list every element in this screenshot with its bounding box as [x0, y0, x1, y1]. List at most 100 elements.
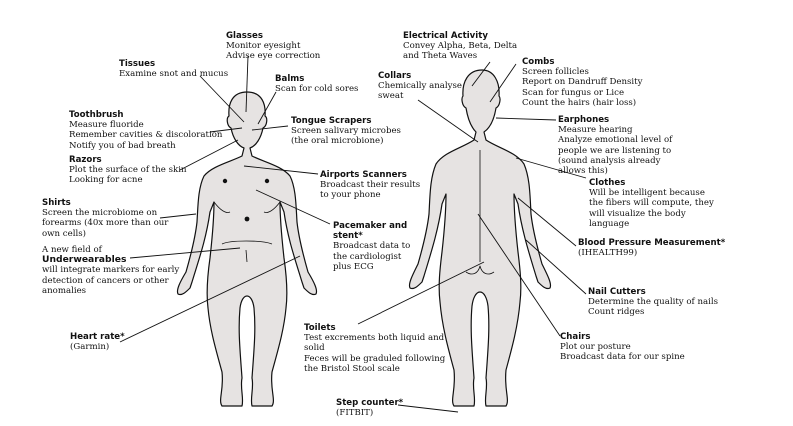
- leader-pacemaker: [255, 189, 331, 225]
- label-combs-line: Report on Dandruff Density: [522, 77, 643, 88]
- label-pacemaker-line: the cardiologist: [333, 251, 402, 262]
- label-chairs-line: Broadcast data for our spine: [560, 352, 685, 363]
- label-toilets-line: Test excrements both liquid and: [304, 333, 445, 344]
- label-step-line: (FITBIT): [336, 408, 374, 419]
- label-tongue-line: (the oral microbione): [291, 136, 384, 147]
- label-combs-line: Scan for fungus or Lice: [522, 87, 625, 98]
- leader-step: [397, 404, 459, 413]
- label-balms: Balms Scan for cold sores: [275, 74, 358, 94]
- label-combs-line: Count the hairs (hair loss): [522, 97, 637, 108]
- label-nails-title: Nail Cutters: [588, 287, 646, 297]
- label-clothes-title: Clothes: [589, 178, 626, 188]
- leader-balms: [257, 91, 277, 125]
- leader-lines: [119, 55, 587, 413]
- label-glasses-title: Glasses: [226, 31, 263, 41]
- label-tongue-scrapers: Tongue Scrapers Screen salivary microbes…: [291, 116, 401, 147]
- label-tongue-title: Tongue Scrapers: [291, 116, 372, 126]
- label-clothes-line: the fibers will compute, they: [589, 198, 714, 209]
- label-balms-title: Balms: [275, 74, 305, 84]
- label-tissues-title: Tissues: [119, 59, 156, 69]
- label-toothbrush-line: Notify you of bad breath: [69, 140, 176, 151]
- label-pacemaker-line: Broadcast data to: [333, 241, 411, 252]
- label-clothes-line: language: [589, 218, 630, 229]
- label-step-counter: Step counter* (FITBIT): [336, 398, 403, 418]
- label-bp-line: (IHEALTH99): [578, 248, 638, 259]
- label-earphones-line: (sound analysis already: [558, 155, 661, 166]
- label-underwear-line: detection of cancers or other: [42, 275, 169, 286]
- label-pacemaker-title: Pacemaker and: [333, 221, 408, 231]
- label-toothbrush-title: Toothbrush: [69, 110, 124, 120]
- label-earphones-line: people we are listening to: [558, 145, 672, 156]
- label-toothbrush-line: Measure fluoride: [69, 120, 144, 131]
- label-heartrate-title: Heart rate*: [70, 332, 125, 342]
- label-collars-title: Collars: [378, 71, 412, 81]
- label-nails-line: Count ridges: [588, 307, 645, 318]
- label-razors-title: Razors: [69, 155, 102, 165]
- leader-airports: [243, 165, 319, 175]
- front-navel: [244, 216, 250, 222]
- label-earphones-line: Measure hearing: [558, 125, 633, 136]
- label-balms-line: Scan for cold sores: [275, 84, 359, 95]
- leader-chairs: [477, 213, 561, 337]
- label-airports-scanners: Airports Scanners Broadcast their result…: [320, 170, 420, 201]
- label-electrical-line: Convey Alpha, Beta, Delta: [403, 41, 518, 52]
- label-collars-line: Chemically analyse: [378, 81, 462, 92]
- leader-earphones: [495, 117, 557, 121]
- label-toilets-line: solid: [304, 343, 325, 354]
- label-earphones-line: Analyze emotional level of: [558, 135, 673, 146]
- label-toilets-line: the Bristol Stool scale: [304, 363, 400, 374]
- leader-glasses: [245, 55, 249, 113]
- leader-electrical: [471, 61, 491, 87]
- leader-heartrate: [119, 255, 301, 343]
- label-underwearables: A new field of Underwearables will integ…: [42, 245, 179, 296]
- leader-nails: [525, 239, 587, 295]
- leader-clothes: [515, 157, 587, 179]
- label-nails-line: Determine the quality of nails: [588, 297, 719, 308]
- label-razors-line: Looking for acne: [69, 175, 143, 186]
- label-nail-cutters: Nail Cutters Determine the quality of na…: [588, 287, 718, 318]
- label-glasses-line: Monitor eyesight: [226, 41, 301, 52]
- label-electrical-line: and Theta Waves: [403, 51, 478, 62]
- label-blood-pressure: Blood Pressure Measurement* (IHEALTH99): [578, 238, 725, 258]
- label-shirts-line: forearms (40x more than our: [42, 218, 169, 229]
- label-toilets-title: Toilets: [304, 323, 336, 333]
- label-electrical-title: Electrical Activity: [403, 31, 488, 41]
- label-airports-line: to your phone: [320, 190, 381, 201]
- label-step-title: Step counter*: [336, 398, 404, 408]
- label-pacemaker-title2: stent*: [333, 231, 363, 242]
- label-airports-line: Broadcast their results: [320, 180, 421, 191]
- label-tongue-line: Screen salivary microbes: [291, 126, 401, 137]
- label-glasses-line: Advise eye correction: [226, 51, 321, 62]
- front-nipple-right: [264, 178, 270, 184]
- leader-toilets: [357, 261, 485, 325]
- label-combs-title: Combs: [522, 57, 555, 67]
- label-underwear-title: Underwearables: [42, 254, 127, 266]
- label-bp-title: Blood Pressure Measurement*: [578, 238, 726, 248]
- label-shirts-line: Screen the microbiome on: [42, 208, 158, 219]
- label-heartrate-line: (Garmin): [70, 342, 110, 353]
- label-toilets-line: Feces will be graduled following: [304, 353, 446, 364]
- label-razors-line: Plot the surface of the skin: [69, 165, 187, 176]
- label-collars-line: sweat: [378, 91, 404, 102]
- label-earphones-line: allows this): [558, 166, 608, 177]
- leader-shirts: [159, 213, 197, 219]
- label-electrical-activity: Electrical Activity Convey Alpha, Beta, …: [403, 31, 517, 62]
- label-chairs-title: Chairs: [560, 332, 591, 342]
- back-body-figure: [408, 69, 552, 407]
- leader-bp: [517, 197, 577, 247]
- label-earphones-title: Earphones: [558, 115, 610, 125]
- label-tissues: Tissues Examine snot and mucus: [119, 59, 228, 79]
- label-clothes-line: Will be intelligent because: [589, 188, 705, 199]
- label-tissues-line: Examine snot and mucus: [119, 69, 229, 80]
- label-clothes-line: will visualize the body: [589, 208, 686, 219]
